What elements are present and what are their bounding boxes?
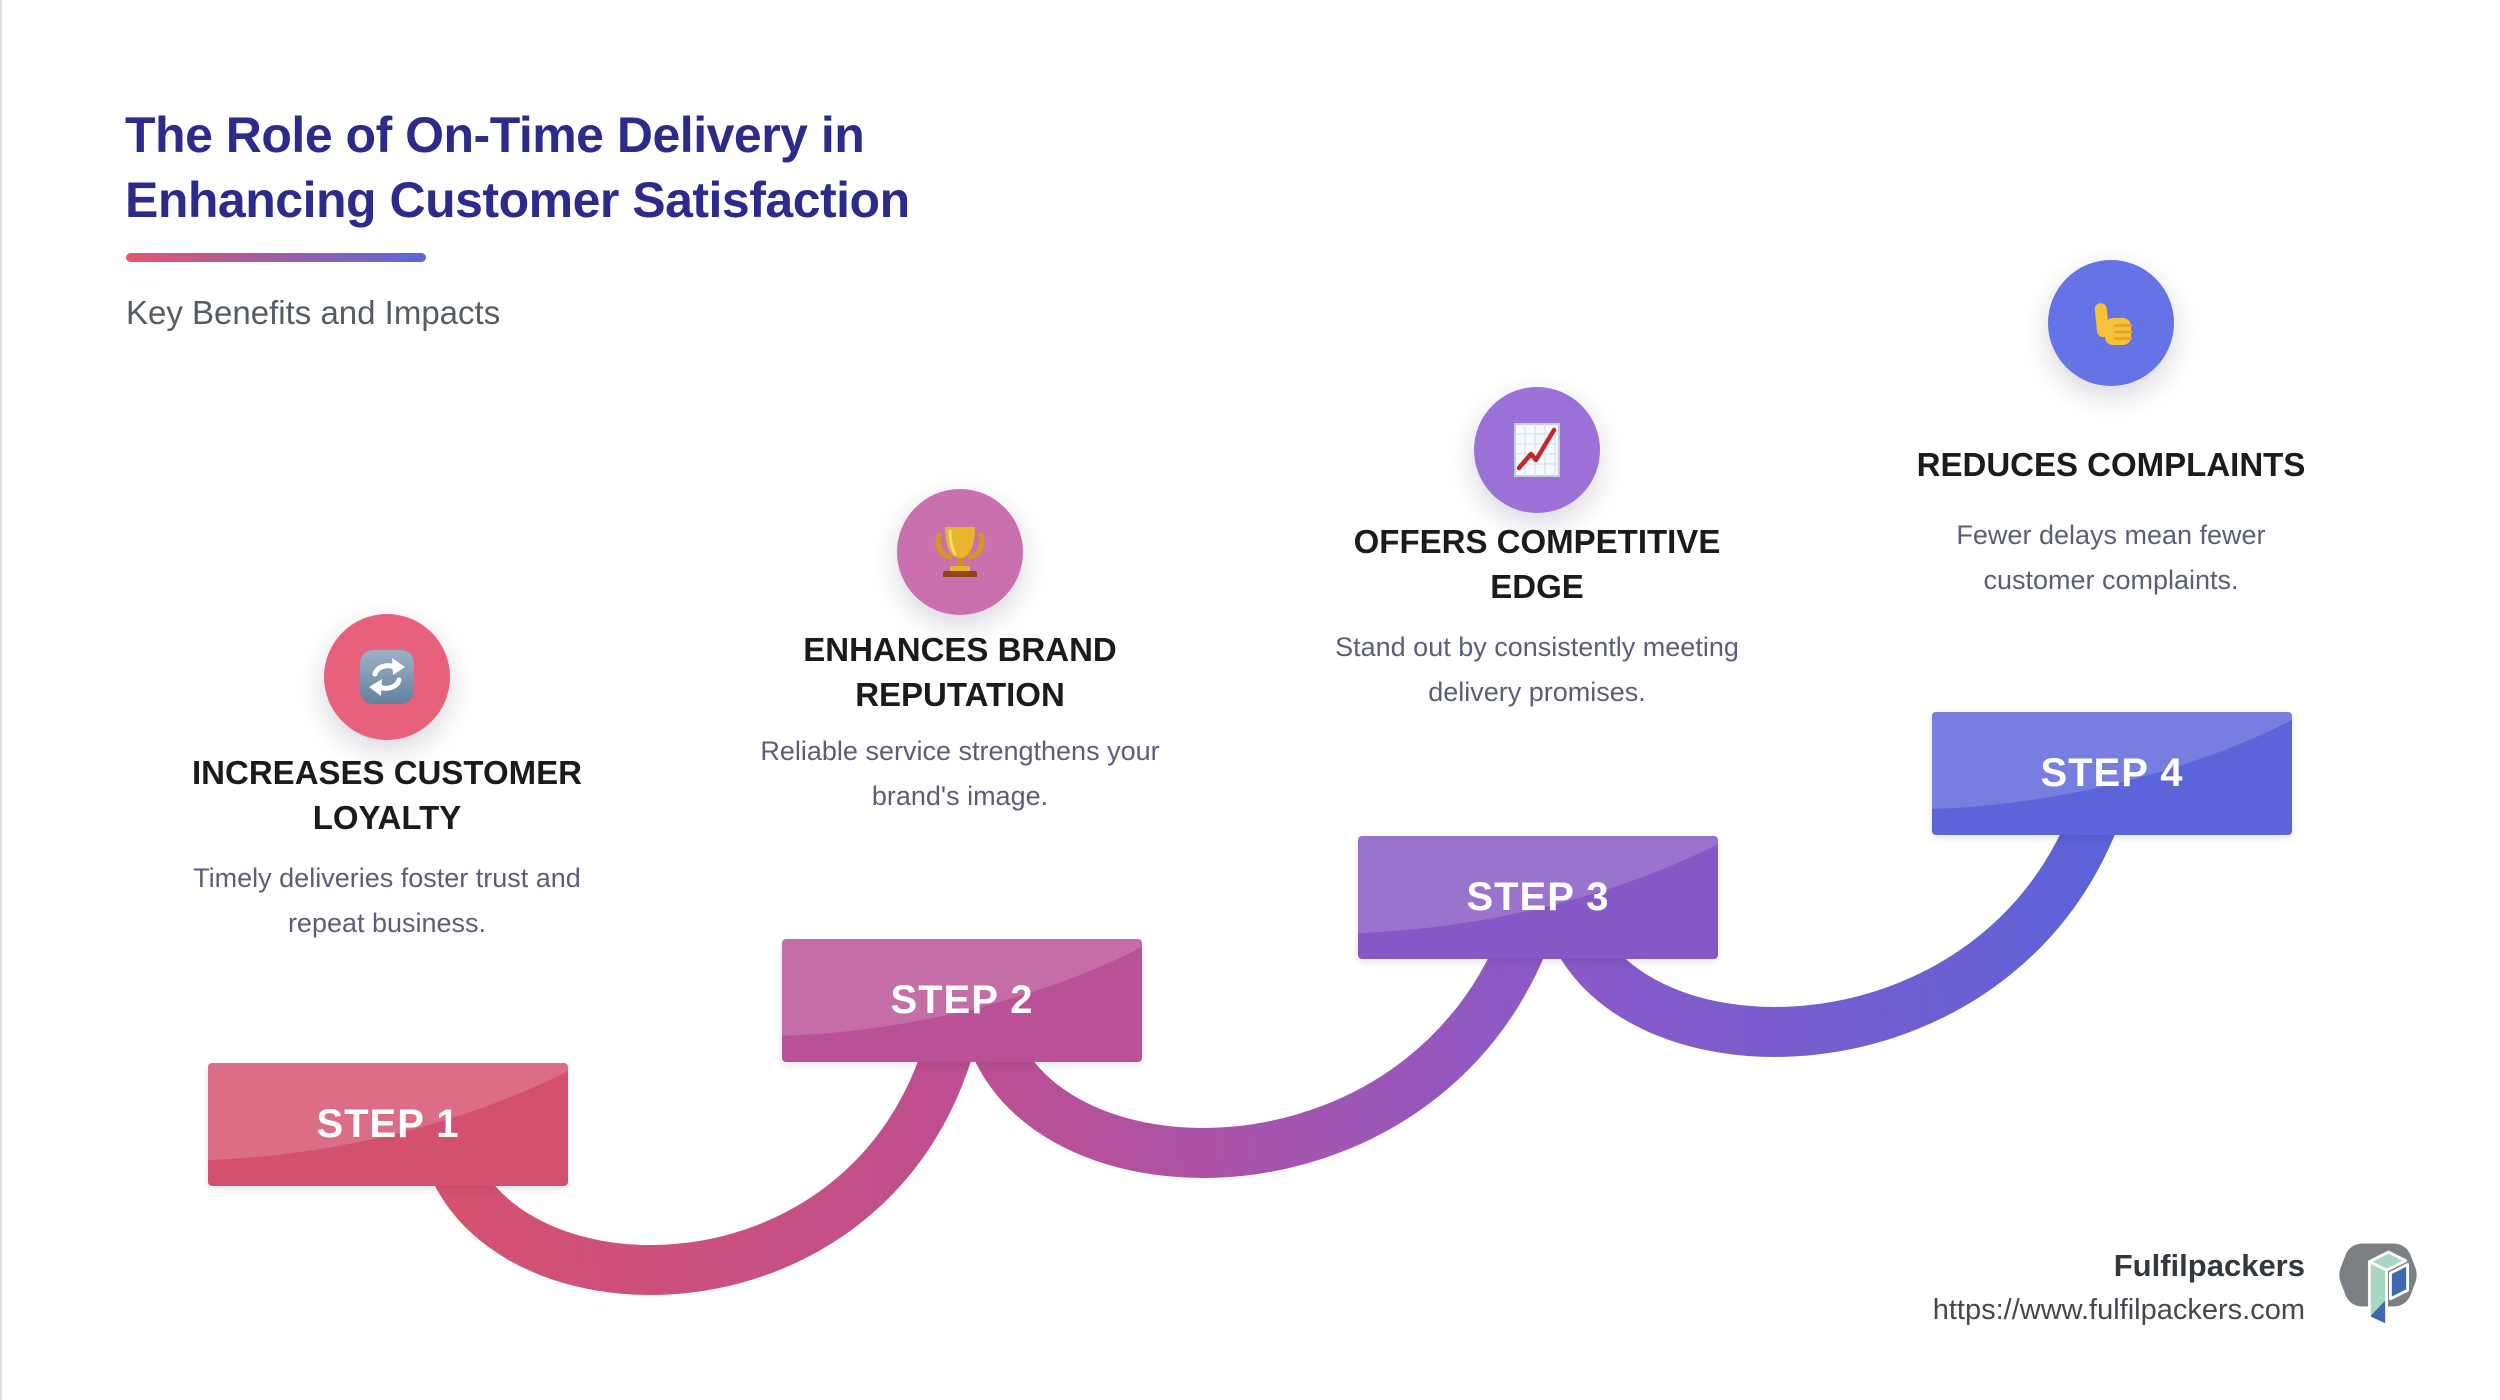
box-sheen	[208, 1063, 568, 1160]
step-2-icon-circle	[897, 489, 1023, 615]
step-2-box-label: STEP 2	[890, 978, 1034, 1022]
step-4-icon-circle	[2048, 260, 2174, 386]
fulfilpackers-logo	[2339, 1243, 2417, 1327]
box-sheen	[782, 939, 1142, 1036]
step-1-description: Timely deliveries foster trust and repea…	[193, 863, 581, 938]
brand-url: https://www.fulfilpackers.com	[1932, 1294, 2305, 1326]
box-sheen	[1932, 712, 2292, 809]
thumbs-up-icon	[2094, 303, 2133, 345]
step-1-box-label: STEP 1	[316, 1102, 460, 1146]
connector-step3-step4	[1537, 762, 2135, 1057]
step-3-heading: OFFERS COMPETITIVE EDGE	[1353, 523, 1721, 605]
page-title-line1: The Role of On-Time Delivery in	[125, 107, 865, 163]
trophy-icon	[935, 527, 985, 577]
connector-step2-step3	[959, 883, 1565, 1178]
box-sheen	[1358, 836, 1718, 933]
step-2-box: STEP 2	[782, 939, 1142, 1062]
step-3-box-label: STEP 3	[1466, 875, 1610, 919]
step-3-icon-circle	[1474, 387, 1600, 513]
connector-step1-step2	[417, 995, 985, 1295]
page-subtitle: Key Benefits and Impacts	[126, 294, 501, 331]
step-1-icon-circle	[324, 614, 450, 740]
step-4-box-label: STEP 4	[2040, 751, 2184, 795]
step-3-description: Stand out by consistently meeting delive…	[1335, 632, 1739, 707]
step-4-box: STEP 4	[1932, 712, 2292, 835]
page-title: The Role of On-Time Delivery in Enhancin…	[125, 103, 910, 233]
step-2-heading: ENHANCES BRAND REPUTATION	[803, 631, 1117, 713]
brand-name: Fulfilpackers	[2113, 1248, 2305, 1283]
chart-increasing-icon	[1514, 423, 1560, 477]
step-3-box: STEP 3	[1358, 836, 1718, 959]
step-2-description: Reliable service strengthens your brand'…	[760, 736, 1160, 811]
step-4-heading: REDUCES COMPLAINTS	[1916, 446, 2306, 483]
repeat-icon	[360, 650, 414, 704]
title-accent-bar	[126, 253, 426, 262]
step-4-description: Fewer delays mean fewer customer complai…	[1956, 520, 2266, 595]
step-1-box: STEP 1	[208, 1063, 568, 1186]
page-title-line2: Enhancing Customer Satisfaction	[125, 172, 910, 228]
step-1-heading: INCREASES CUSTOMER LOYALTY	[192, 754, 582, 836]
